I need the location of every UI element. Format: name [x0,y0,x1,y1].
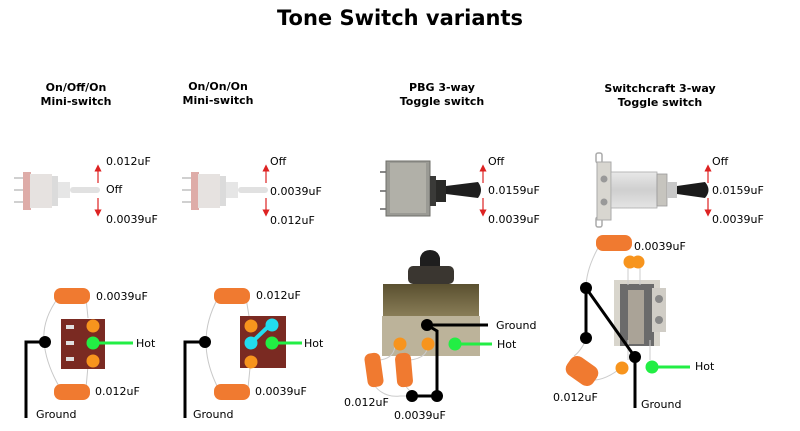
variant-1-title: On/Off/On Mini-switch [20,81,132,109]
variant-1-ground-node [39,336,51,348]
variant-2-wiring [183,288,302,418]
variant-2-capacitor-top [214,288,250,304]
variant-3-position-up: Off [488,155,505,168]
variant-2-title-line1: On/On/On [188,80,248,93]
variant-3-ground-node-right [431,390,443,402]
variant-3-wiring [364,250,492,402]
variant-4-cap-bottom-label: 0.012uF [553,391,598,404]
variant-2-position-middle: 0.0039uF [270,185,322,198]
variant-4-cap-lug-bottom [615,361,629,375]
page-title: Tone Switch variants [276,6,523,30]
variant-4-capacitor-bottom [565,355,599,387]
variant-2-position-up: Off [270,155,287,168]
variant-1-ground-label: Ground [36,408,77,421]
variant-3-position-down: 0.0039uF [488,213,540,226]
variant-2-title: On/On/On Mini-switch [138,80,298,108]
variant-1-title-line1: On/Off/On [45,81,107,94]
variant-1-cap-bottom-label: 0.012uF [95,385,140,398]
variant-4-cap-top-label: 0.0039uF [634,240,686,253]
variant-4-ground-node-mid [580,332,592,344]
variant-4-hot-lug [645,360,659,374]
variant-3-ground-node-left [406,390,418,402]
variant-2-ground-node [199,336,211,348]
variant-1-hot-lug [86,336,100,350]
variant-1-position-down: 0.0039uF [106,213,158,226]
variant-1-hot-label: Hot [136,337,156,350]
variant-2-cap-lug-bottom [244,355,258,369]
variant-1-title-line2: Mini-switch [40,95,112,108]
variant-3-title-line2: Toggle switch [399,95,485,108]
variant-3-position-middle: 0.0159uF [488,184,540,197]
variant-2-cap-top-label: 0.012uF [256,289,301,302]
variant-3-ground-label: Ground [496,319,537,332]
variant-4-title-line1: Switchcraft 3-way [604,82,716,95]
variant-4-switch-photo [595,152,709,228]
variant-4-ground-wire-diagonal [584,287,637,358]
variant-2-jumper-lug-top [265,318,279,332]
variant-4-position-down: 0.0039uF [712,213,764,226]
variant-4-cap-lug-top-b [631,255,645,269]
variant-4-position-middle: 0.0159uF [712,184,764,197]
variant-2-cap-lug-top [244,319,258,333]
variant-1-capacitor-bottom [54,384,90,400]
variant-2-capacitor-bottom [214,384,250,400]
variant-4-wiring [565,235,690,408]
variant-4-ground-label: Ground [641,398,682,411]
variant-4-ground-node-top [580,282,592,294]
variant-2-hot-label: Hot [304,337,324,350]
variant-2-position-down: 0.012uF [270,214,315,227]
variant-2-ground-wire [183,340,205,418]
variant-3-title-line1: PBG 3-way [409,81,475,94]
variant-4-capacitor-top [596,235,632,251]
variant-3-ground-node-top [421,319,433,331]
variant-3-capacitor-left [364,352,384,388]
variant-1-capacitor-top [54,288,90,304]
variant-1-switch-photo [14,172,100,210]
variant-1-position-middle: Off [106,183,123,196]
variant-2-jumper-lug-mid [244,336,258,350]
variant-3-switch-photo [380,160,481,217]
variant-3-hot-lug [448,337,462,351]
variant-4-ground-node-lug [629,351,641,363]
variant-3-hot-label: Hot [497,338,517,351]
variant-3-cap-lug-left [393,337,407,351]
variant-4-hot-label: Hot [695,360,715,373]
variant-1-cap-top-label: 0.0039uF [96,290,148,303]
variant-1-position-up: 0.012uF [106,155,151,168]
variant-1-cap-lug-bottom [86,354,100,368]
variant-3-cap-lug-right [421,337,435,351]
variant-2-switch-photo [182,172,268,210]
variant-3-cap-left-label: 0.012uF [344,396,389,409]
variant-1-ground-wire [24,340,45,418]
variant-1-cap-lug-top [86,319,100,333]
variant-1-wiring [24,288,133,418]
variant-2-title-line2: Mini-switch [182,94,254,107]
variant-2-hot-lug [265,336,279,350]
variant-4-title: Switchcraft 3-way Toggle switch [580,82,740,110]
variant-3-title: PBG 3-way Toggle switch [362,81,522,109]
variant-2-cap-bottom-label: 0.0039uF [255,385,307,398]
variant-3-capacitor-right [395,352,413,388]
variant-3-cap-right-label: 0.0039uF [394,409,446,422]
variant-4-position-up: Off [712,155,729,168]
variant-4-title-line2: Toggle switch [617,96,703,109]
variant-2-ground-label: Ground [193,408,234,421]
